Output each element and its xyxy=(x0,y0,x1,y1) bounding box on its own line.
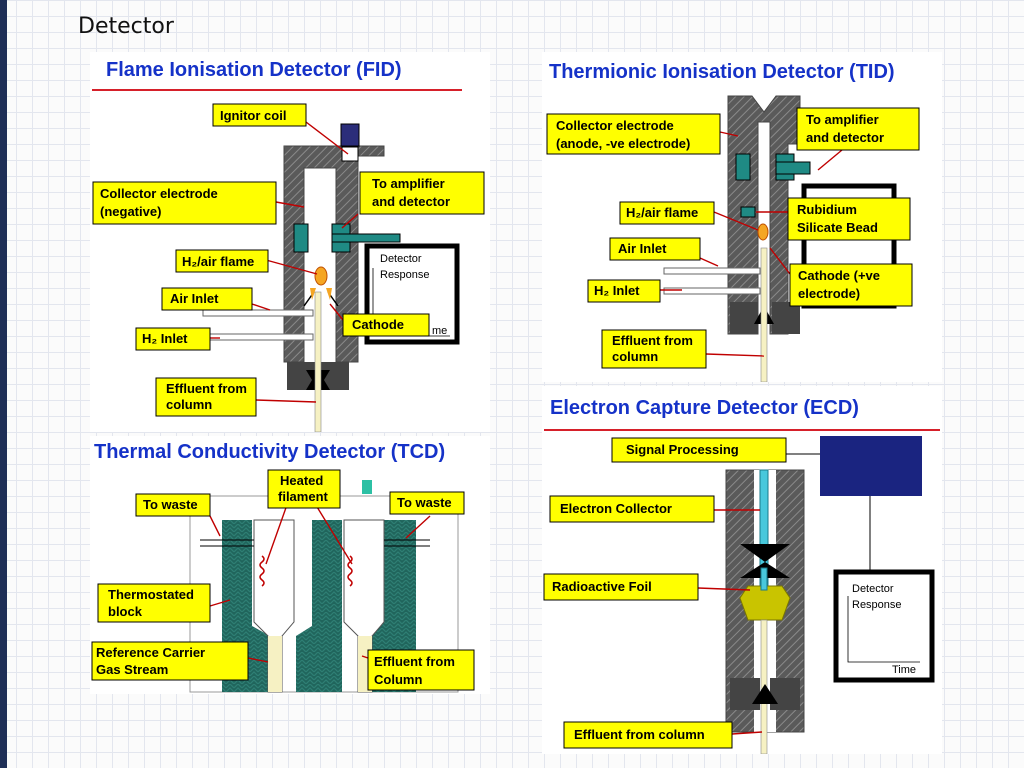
svg-text:me: me xyxy=(432,325,447,337)
fid-body xyxy=(202,123,401,432)
svg-text:To amplifier: To amplifier xyxy=(372,176,445,191)
svg-text:Detector: Detector xyxy=(380,253,422,265)
fid-label-collector: Collector electrode (negative) xyxy=(92,181,277,225)
svg-text:H₂/air flame: H₂/air flame xyxy=(182,254,254,269)
svg-text:Rubidium: Rubidium xyxy=(797,202,857,217)
tid-label-cathode: Cathode (+ve electrode) xyxy=(789,263,913,307)
svg-text:Cathode (+ve: Cathode (+ve xyxy=(798,268,880,283)
svg-text:H₂/air flame: H₂/air flame xyxy=(626,205,698,220)
fid-label-ignitor: Ignitor coil xyxy=(212,103,307,127)
tcd-panel: Thermal Conductivity Detector (TCD) To w… xyxy=(90,436,490,694)
tid-label-h2: H₂ Inlet xyxy=(587,279,661,303)
svg-text:Electron Collector: Electron Collector xyxy=(560,501,672,516)
fid-label-effluent: Effluent from column xyxy=(155,377,257,417)
svg-text:Ignitor coil: Ignitor coil xyxy=(220,108,286,123)
svg-text:filament: filament xyxy=(278,489,329,504)
svg-text:H₂ Inlet: H₂ Inlet xyxy=(142,331,188,346)
tcd-label-waste-left: To waste xyxy=(135,493,211,517)
svg-text:Collector electrode: Collector electrode xyxy=(100,186,218,201)
svg-text:To amplifier: To amplifier xyxy=(806,112,879,127)
tid-panel: Thermionic Ionisation Detector (TID) Col… xyxy=(542,52,942,382)
fid-panel: Flame Ionisation Detector (FID) Detector… xyxy=(90,52,490,432)
svg-text:Effluent from: Effluent from xyxy=(612,333,693,348)
svg-text:H₂ Inlet: H₂ Inlet xyxy=(594,283,640,298)
ecd-panel: Electron Capture Detector (ECD) Detector… xyxy=(542,386,942,754)
svg-text:To waste: To waste xyxy=(397,495,452,510)
svg-text:Air Inlet: Air Inlet xyxy=(618,241,667,256)
svg-text:Reference Carrier: Reference Carrier xyxy=(96,645,205,660)
svg-text:Effluent from column: Effluent from column xyxy=(574,727,705,742)
side-accent-strip xyxy=(0,0,7,768)
svg-text:block: block xyxy=(108,604,143,619)
fid-label-h2: H₂ Inlet xyxy=(135,327,211,351)
ecd-label-collector: Electron Collector xyxy=(549,495,715,523)
tcd-label-reference: Reference Carrier Gas Stream xyxy=(91,641,249,681)
ecd-label-signal: Signal Processing xyxy=(611,437,787,463)
tcd-label-effluent: Effluent from Column xyxy=(367,649,475,691)
fid-label-cathode: Cathode xyxy=(342,313,430,337)
svg-text:column: column xyxy=(612,349,658,364)
svg-text:Gas Stream: Gas Stream xyxy=(96,662,168,677)
tcd-label-filament: Heated filament xyxy=(267,469,341,509)
svg-text:(anode, -ve electrode): (anode, -ve electrode) xyxy=(556,136,690,151)
svg-text:Cathode: Cathode xyxy=(352,317,404,332)
svg-text:Signal Processing: Signal Processing xyxy=(626,442,739,457)
svg-text:Time: Time xyxy=(892,664,916,676)
fid-label-flame: H₂/air flame xyxy=(175,249,269,273)
svg-text:Detector: Detector xyxy=(852,583,894,595)
tid-label-bead: Rubidium Silicate Bead xyxy=(787,197,911,241)
svg-text:Column: Column xyxy=(374,672,422,687)
svg-text:Silicate Bead: Silicate Bead xyxy=(797,220,878,235)
svg-text:(negative): (negative) xyxy=(100,204,161,219)
fid-label-air: Air Inlet xyxy=(161,287,253,311)
ecd-body xyxy=(725,436,922,754)
svg-text:Effluent from: Effluent from xyxy=(166,381,247,396)
svg-text:To waste: To waste xyxy=(143,497,198,512)
svg-text:Effluent from: Effluent from xyxy=(374,654,455,669)
svg-text:Radioactive Foil: Radioactive Foil xyxy=(552,579,652,594)
svg-text:Response: Response xyxy=(852,599,902,611)
ecd-label-foil: Radioactive Foil xyxy=(543,573,699,601)
tid-heading: Thermionic Ionisation Detector (TID) xyxy=(549,61,895,83)
svg-text:Collector electrode: Collector electrode xyxy=(556,118,674,133)
ecd-response-plot: Detector Response Time xyxy=(833,569,935,683)
tid-label-air: Air Inlet xyxy=(609,237,701,261)
tcd-heading: Thermal Conductivity Detector (TCD) xyxy=(94,441,445,463)
ecd-label-effluent: Effluent from column xyxy=(563,721,733,749)
svg-text:electrode): electrode) xyxy=(798,286,860,301)
ecd-heading: Electron Capture Detector (ECD) xyxy=(550,397,859,419)
tid-label-flame: H₂/air flame xyxy=(619,201,715,225)
svg-text:Air Inlet: Air Inlet xyxy=(170,291,219,306)
svg-text:Heated: Heated xyxy=(280,473,323,488)
svg-text:Thermostated: Thermostated xyxy=(108,587,194,602)
tcd-label-block: Thermostated block xyxy=(97,583,211,623)
slide-title: Detector xyxy=(78,14,174,39)
fid-label-amplifier: To amplifier and detector xyxy=(359,171,485,215)
svg-text:Response: Response xyxy=(380,269,430,281)
tid-label-amplifier: To amplifier and detector xyxy=(796,107,920,151)
tid-label-collector: Collector electrode (anode, -ve electrod… xyxy=(546,113,721,155)
svg-text:column: column xyxy=(166,397,212,412)
svg-text:and detector: and detector xyxy=(372,194,450,209)
svg-text:and detector: and detector xyxy=(806,130,884,145)
tid-label-effluent: Effluent from column xyxy=(601,329,707,369)
tcd-label-waste-right: To waste xyxy=(389,491,465,515)
fid-heading: Flame Ionisation Detector (FID) xyxy=(106,59,402,81)
